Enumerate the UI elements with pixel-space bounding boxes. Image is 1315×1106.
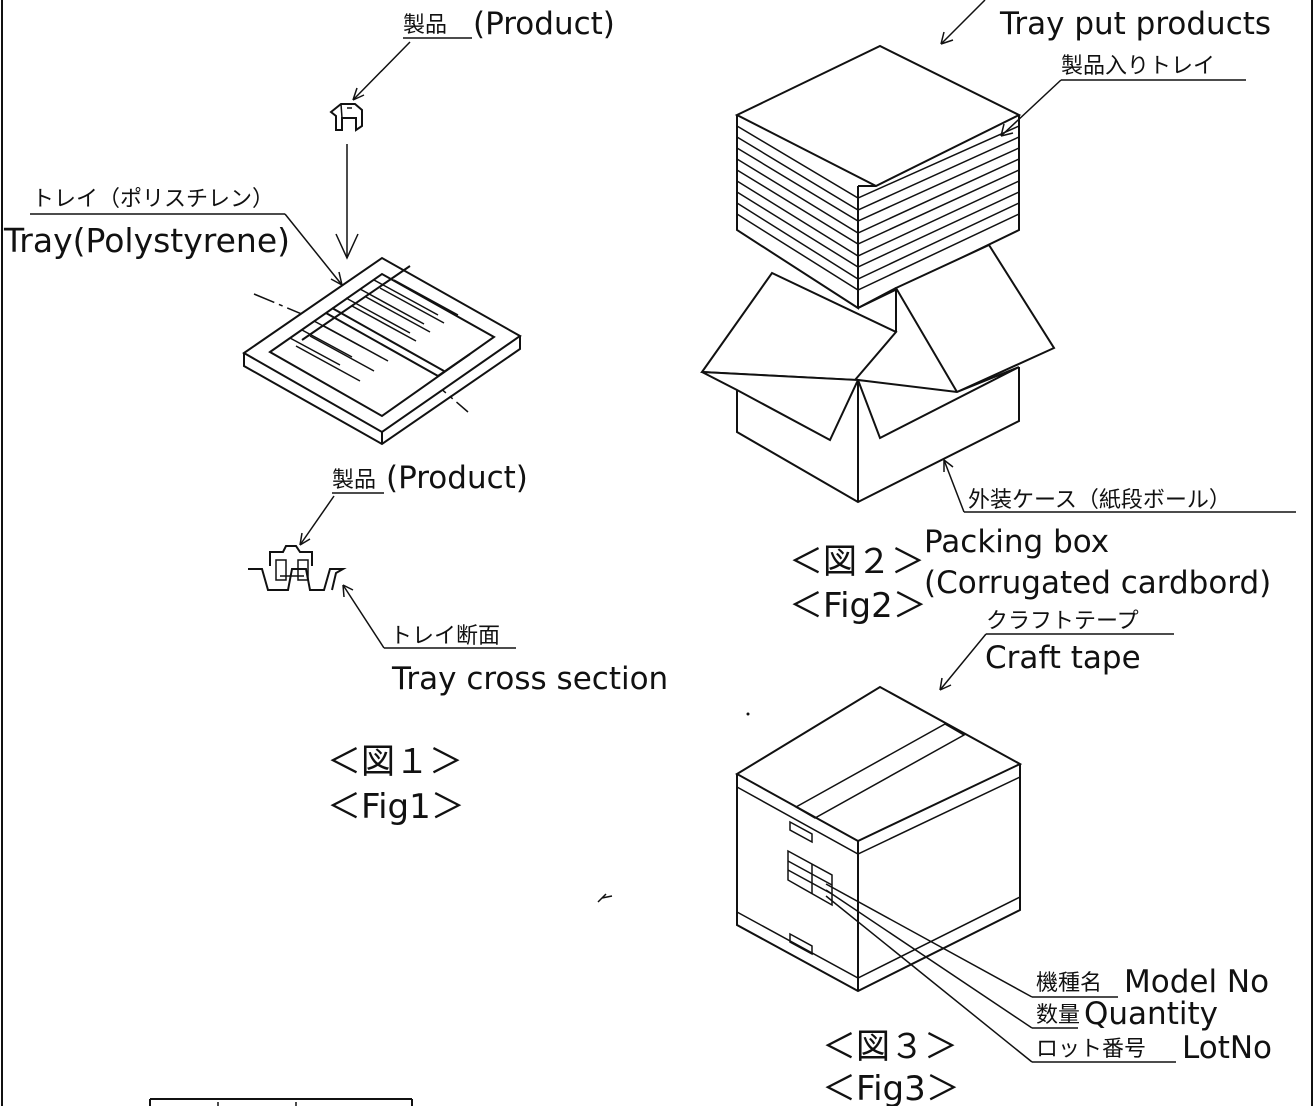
fig3-caption-en: ＜Fig3＞	[822, 1069, 960, 1106]
fig3-lot-en: LotNo	[1182, 1030, 1272, 1066]
stray-mark	[597, 893, 613, 903]
fig3-tape-jp: クラフトテープ	[986, 609, 1139, 634]
fig1-product-mid-jp: 製品	[332, 468, 376, 493]
fig3-model-leader	[825, 883, 1033, 998]
fig3-qty-leader	[825, 889, 1033, 1029]
fig2-box-en-2: (Corrugated cardbord)	[924, 565, 1271, 601]
fig1-cross-section	[248, 545, 347, 591]
fig3-qty-jp: 数量	[1036, 1003, 1080, 1028]
fig1-product-top-en: (Product)	[473, 6, 615, 42]
stray-dot	[746, 712, 750, 716]
fig2-tray-stack	[734, 44, 1022, 310]
fig1: 製品 (Product) トレイ（ポリスチレン） Tray(Polystyren…	[3, 6, 668, 827]
fig1-section-arrow	[342, 584, 354, 598]
fig1-caption-jp: ＜図１＞	[327, 742, 463, 782]
fig3-tape-leader	[939, 633, 987, 691]
fig1-product-top-arrow	[352, 87, 365, 101]
fig2-caption-en: ＜Fig2＞	[789, 586, 927, 626]
fig3-model-jp: 機種名	[1036, 971, 1102, 996]
fig1-section-jp: トレイ断面	[390, 624, 500, 649]
fig1-drop-arrow-head	[335, 233, 359, 260]
fig1-product-top-leader	[352, 41, 411, 101]
fig2-tray-put-en: Tray put products	[999, 6, 1271, 42]
bottom-table-fragment	[149, 1098, 413, 1106]
fig2: Tray put products 製品入りトレイ	[700, 0, 1296, 626]
fig3-qty-en: Quantity	[1084, 996, 1218, 1032]
fig1-tray-leader	[284, 213, 343, 286]
fig1-caption-en: ＜Fig1＞	[327, 787, 465, 827]
fig1-section-en: Tray cross section	[391, 661, 668, 697]
fig1-tray-en: Tray(Polystyrene)	[3, 221, 290, 260]
fig3-sealed-box	[735, 685, 1023, 993]
fig1-section-leader	[342, 584, 385, 649]
fig1-tray-jp: トレイ（ポリスチレン）	[32, 187, 274, 212]
fig2-box-en-1: Packing box	[924, 524, 1109, 560]
fig2-tray-put-jp: 製品入りトレイ	[1061, 54, 1215, 79]
fig3-caption-jp: ＜図３＞	[822, 1027, 958, 1067]
fig3: クラフトテープ Craft tape	[735, 609, 1272, 1106]
fig3-lot-leader	[825, 895, 1033, 1063]
fig1-product-icon	[329, 103, 363, 132]
fig2-tray-put-arrow	[940, 31, 954, 45]
fig1-tray-drawing	[242, 256, 522, 446]
fig2-box-leader	[943, 459, 965, 513]
fig1-product-top-jp: 製品	[403, 13, 447, 38]
fig2-packing-box	[700, 243, 1056, 504]
fig1-product-mid-leader	[299, 495, 335, 546]
fig1-tray-arrow	[330, 271, 343, 286]
fig3-tape-en: Craft tape	[985, 640, 1141, 676]
fig2-box-arrow	[943, 459, 954, 472]
fig1-product-mid-arrow	[299, 532, 311, 546]
fig2-tray-put-leader	[940, 0, 986, 45]
fig2-box-jp: 外装ケース（紙段ボール）	[968, 488, 1231, 513]
fig3-model-en: Model No	[1124, 964, 1269, 1000]
fig3-tape-arrow	[939, 677, 952, 691]
fig1-product-mid-en: (Product)	[386, 460, 528, 496]
fig2-tray-jp-leader	[1000, 79, 1062, 137]
fig2-caption-jp: ＜図２＞	[789, 542, 925, 582]
fig3-lot-jp: ロット番号	[1036, 1037, 1146, 1062]
